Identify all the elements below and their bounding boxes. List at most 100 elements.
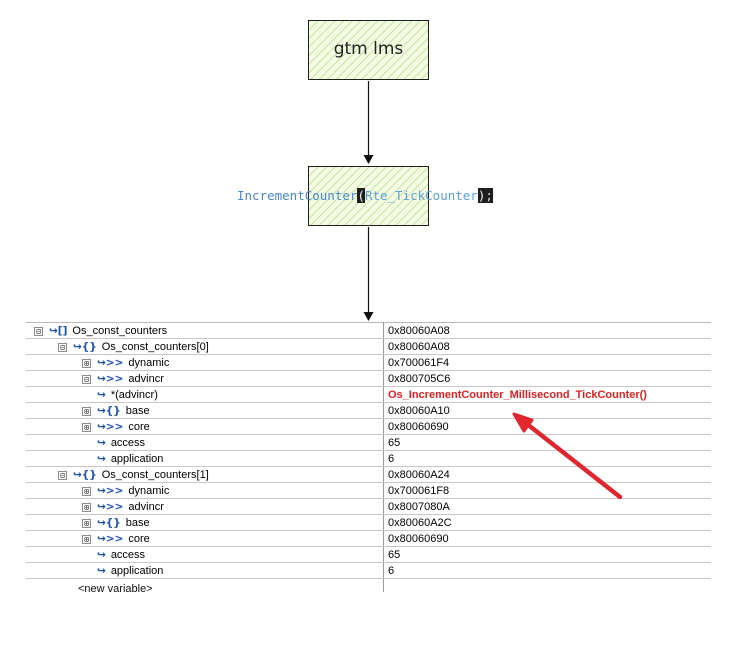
new-variable-entry[interactable]: <new variable>	[78, 583, 153, 592]
type-icon: ↪>>	[97, 501, 124, 513]
watch-row[interactable]: ⊞ ↪>> core 0x80060690	[26, 419, 711, 435]
watch-variable-name: advincr	[128, 501, 164, 513]
collapse-toggle-icon[interactable]: ⊟	[82, 374, 91, 384]
watch-variable-value[interactable]: 0x80060A24	[388, 469, 450, 481]
watch-variable-value[interactable]: 0x80060A08	[388, 341, 450, 353]
watch-variable-value[interactable]: 6	[388, 565, 395, 577]
flow-node-gtm: gtm lms	[308, 20, 429, 80]
watch-row[interactable]: ⊞↪>>dynamic 0x700061F4	[26, 355, 711, 371]
watch-row-name-cell: ⊟ ↪>> advincr	[82, 372, 164, 386]
watch-variable-value[interactable]: 0x80060A10	[388, 405, 450, 417]
watch-row-name-cell: ↪ application	[82, 452, 163, 466]
expand-toggle-icon[interactable]: ⊞	[82, 422, 91, 432]
type-icon: ↪	[97, 453, 106, 465]
watch-row-name-cell: ⊞ ↪>> advincr	[82, 500, 164, 514]
code-function-name: IncrementCounter	[237, 188, 358, 203]
watch-variable-name: advincr	[128, 373, 164, 385]
watch-variable-value[interactable]: 0x80060A2C	[388, 517, 452, 529]
watch-variable-name: application	[110, 453, 164, 465]
watch-row[interactable]: ⊟ ↪{} Os_const_counters[0] 0x80060A08	[26, 339, 711, 355]
type-icon: ↪	[97, 389, 106, 401]
expand-toggle-icon[interactable]: ⊞	[82, 534, 91, 544]
watch-variable-name: core	[128, 533, 150, 545]
type-icon: ↪{}	[73, 469, 97, 481]
type-icon: ↪{}	[73, 341, 97, 353]
watch-variable-value[interactable]: 0x8007080A	[388, 501, 450, 513]
watch-variable-value[interactable]: 0x700061F4	[388, 357, 450, 369]
watch-variable-value[interactable]: 6	[388, 453, 395, 465]
watch-column-divider[interactable]	[383, 322, 384, 592]
type-icon: ↪>>	[97, 373, 124, 385]
watch-variable-name: Os_const_counters[0]	[101, 341, 209, 353]
watch-variable-value[interactable]: 65	[388, 437, 401, 449]
watch-row[interactable]: ⊞ ↪>> dynamic 0x700061F8	[26, 483, 711, 499]
watch-row-name-cell: ⊞↪>>dynamic	[82, 356, 169, 370]
annotation-red-arrowhead	[512, 412, 534, 433]
collapse-toggle-icon[interactable]: ⊟	[58, 470, 67, 480]
watch-row[interactable]: ⊟ ↪[] Os_const_counters 0x80060A08	[26, 323, 711, 339]
watch-variable-name: core	[128, 421, 150, 433]
collapse-toggle-icon[interactable]: ⊟	[58, 342, 67, 352]
watch-variable-name: Os_const_counters[1]	[101, 469, 209, 481]
watch-row[interactable]: ↪ application 6	[26, 563, 711, 579]
expand-toggle-icon[interactable]: ⊞	[82, 406, 91, 416]
watch-variable-value[interactable]: 65	[388, 549, 401, 561]
type-icon: ↪>>	[97, 533, 124, 545]
expand-toggle-icon[interactable]: ⊞	[82, 502, 91, 512]
watch-row-name-cell: ↪ access	[82, 548, 145, 562]
annotation-red-arrow	[519, 417, 623, 500]
code-semicolon: ;	[485, 188, 493, 203]
collapse-toggle-icon[interactable]: ⊟	[34, 326, 43, 336]
watch-row[interactable]: ↪ *(advincr) Os_IncrementCounter_Milliseco…	[26, 387, 711, 403]
watch-variable-name: dynamic	[128, 485, 170, 497]
watch-row[interactable]: ⊟ ↪{} Os_const_counters[1] 0x80060A24	[26, 467, 711, 483]
watch-row[interactable]: ⊟ ↪>> advincr 0x800705C6	[26, 371, 711, 387]
watch-variable-name: access	[110, 549, 146, 561]
watch-variable-value[interactable]: 0x800705C6	[388, 373, 451, 385]
watch-variable-value[interactable]: 0x80060690	[388, 533, 449, 545]
watch-variable-name: access	[110, 437, 146, 449]
watch-row[interactable]: ⊞ ↪>> core 0x80060690	[26, 531, 711, 547]
flow-node-increment-counter	[308, 166, 429, 226]
watch-top-border	[26, 322, 711, 323]
watch-row-name-cell: ⊟ ↪{} Os_const_counters[1]	[58, 468, 209, 482]
expand-toggle-icon[interactable]: ⊞	[82, 358, 91, 368]
type-icon: ↪[]	[49, 325, 68, 337]
watch-row-name-cell: ⊞ ↪>> dynamic	[82, 484, 169, 498]
watch-row-name-cell: ↪ *(advincr)	[82, 388, 158, 402]
watch-row-name-cell: ⊞↪{}base	[82, 516, 150, 530]
watch-row[interactable]: ⊞ ↪{} base 0x80060A10	[26, 403, 711, 419]
watch-variable-name: base	[125, 517, 150, 529]
expand-toggle-icon[interactable]: ⊞	[82, 518, 91, 528]
watch-variable-value[interactable]: Os_IncrementCounter_Millisecond_TickCoun…	[388, 389, 647, 401]
watch-variable-value[interactable]: 0x80060A08	[388, 325, 450, 337]
type-icon: ↪>>	[97, 485, 124, 497]
code-close-paren: )	[477, 188, 486, 203]
watch-window: ⊟ ↪[] Os_const_counters 0x80060A08 ⊟ ↪{} Os_co…	[26, 322, 711, 592]
type-icon: ↪	[97, 565, 106, 577]
type-icon: ↪>>	[97, 421, 124, 433]
watch-variable-value[interactable]: 0x80060690	[388, 421, 449, 433]
watch-row[interactable]: ↪ access 65	[26, 547, 711, 563]
watch-variable-name: application	[110, 565, 164, 577]
flow-node-gtm-label: gtm lms	[333, 39, 404, 59]
watch-row[interactable]: ⊞ ↪>> advincr 0x8007080A	[26, 499, 711, 515]
watch-row-name-cell: ↪ application	[82, 564, 163, 578]
watch-variable-name: base	[125, 405, 150, 417]
watch-variable-name: *(advincr)	[110, 389, 158, 401]
watch-row[interactable]: ↪ application 6	[26, 451, 711, 467]
expand-toggle-icon[interactable]: ⊞	[82, 486, 91, 496]
code-argument: Rte_TickCounter	[364, 188, 478, 203]
watch-row-name-cell: ⊟ ↪{} Os_const_counters[0]	[58, 340, 209, 354]
watch-row-name-cell: ⊞ ↪{} base	[82, 404, 150, 418]
watch-row-name-cell: ⊟ ↪[] Os_const_counters	[34, 324, 167, 338]
watch-variable-name: Os_const_counters	[72, 325, 168, 337]
type-icon: ↪	[97, 549, 106, 561]
watch-row-name-cell: ⊞ ↪>> core	[82, 420, 150, 434]
type-icon: ↪{}	[97, 405, 121, 417]
watch-variable-value[interactable]: 0x700061F8	[388, 485, 450, 497]
watch-row[interactable]: ⊞↪{}base 0x80060A2C	[26, 515, 711, 531]
